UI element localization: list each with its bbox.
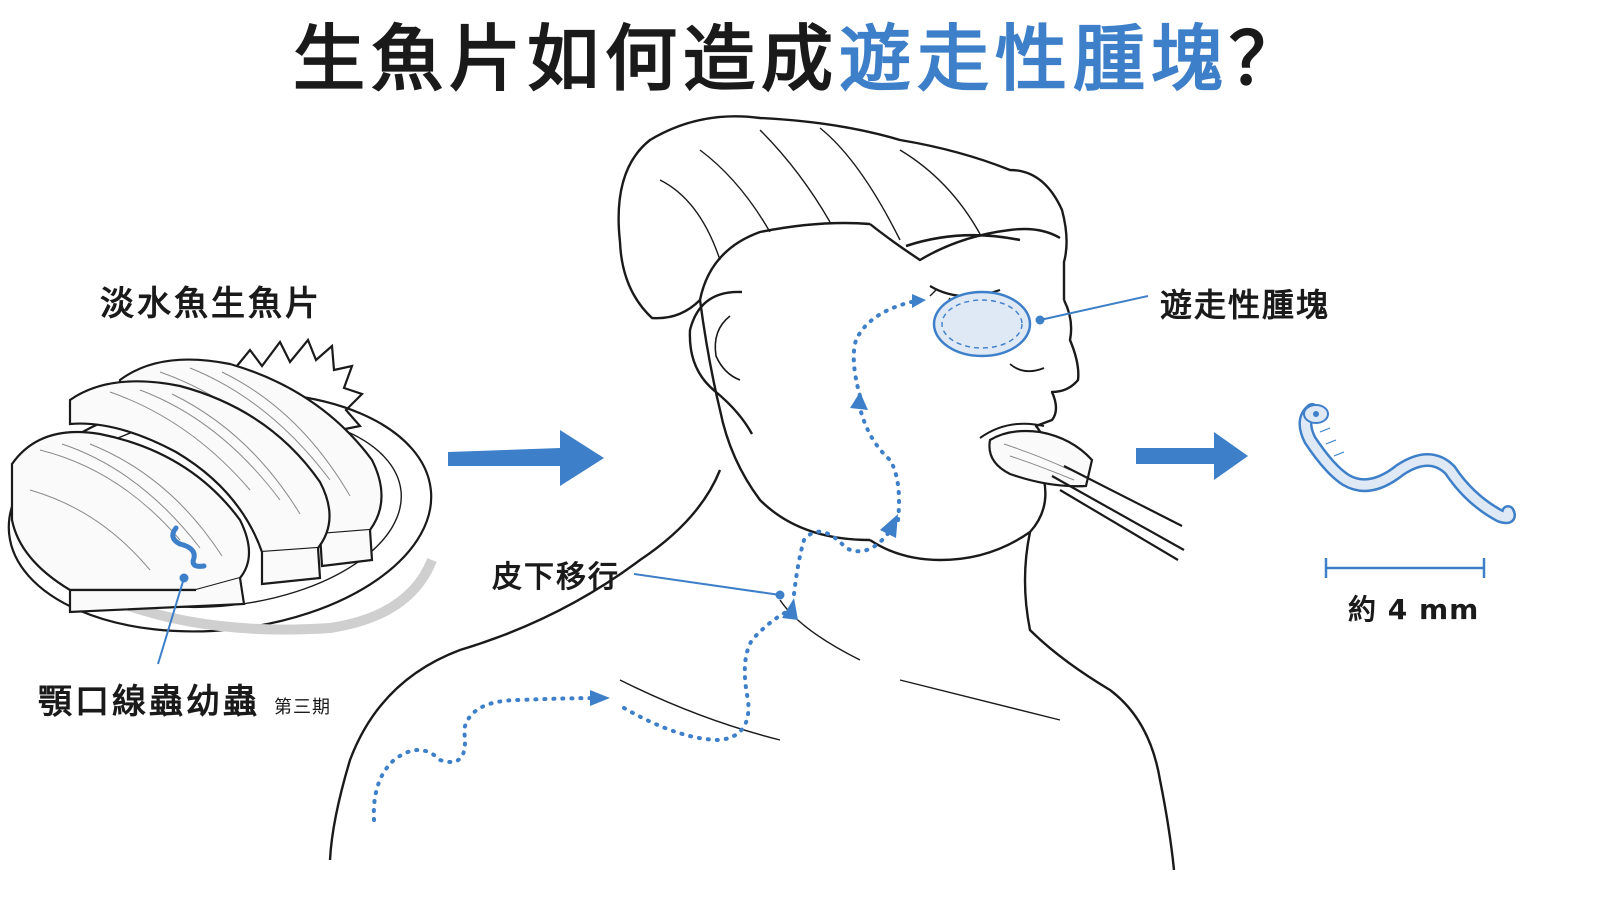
flow-arrow-2-icon [1136, 432, 1248, 480]
title-part-1: 生魚片如何造成 [292, 17, 839, 101]
migration-label: 皮下移行 [492, 560, 620, 595]
migration-arrowhead-icon [850, 392, 868, 410]
page-title: 生魚片如何造成遊走性腫塊？ [0, 18, 1600, 101]
migration-arrowhead-icon [912, 294, 926, 308]
gnathostoma-larva-illustration [1298, 403, 1516, 525]
title-part-2: 遊走性腫塊 [838, 17, 1229, 101]
lump-label: 遊走性腫塊 [1160, 286, 1331, 324]
larva-pointer-line [157, 577, 185, 665]
title-part-3: ？ [1229, 17, 1308, 101]
sashimi-plate-illustration [7, 337, 437, 635]
size-label: 約 4 mm [1348, 593, 1480, 626]
migration-arrowhead-icon [590, 690, 610, 706]
lump-pointer-line [1039, 295, 1149, 321]
scale-bar [1324, 558, 1486, 578]
larva-stage: 第三期 [274, 697, 331, 718]
migratory-lump-icon [932, 290, 1032, 358]
larva-label: 顎口線蟲幼蟲第三期 [38, 674, 331, 723]
flow-arrow-1-icon [448, 430, 604, 486]
larva-squiggle-icon [170, 525, 207, 569]
fish-sashimi-label: 淡水魚生魚片 [100, 284, 322, 324]
sashimi-chopsticks-illustration [988, 429, 1185, 561]
subcutaneous-migration-path [371, 298, 922, 822]
migration-arrowhead-icon [880, 514, 898, 538]
lump-inner-ring [941, 299, 1023, 349]
person-illustration [328, 115, 1176, 871]
migration-arrowhead-icon [782, 598, 798, 620]
migration-pointer-line [633, 573, 781, 596]
larva-name: 顎口線蟲幼蟲 [38, 682, 260, 722]
